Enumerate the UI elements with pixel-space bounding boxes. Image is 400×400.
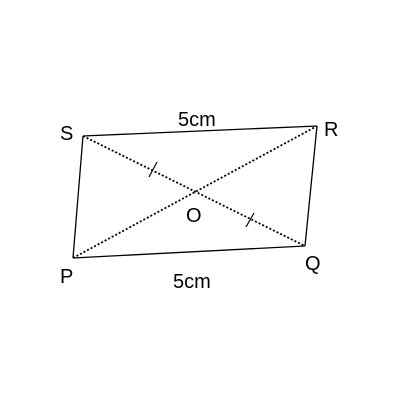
tick-mark-OQ <box>245 212 255 228</box>
center-label-O: O <box>186 205 202 227</box>
bottom-side-length-label: 5cm <box>173 271 211 293</box>
diagonal-SQ <box>82 135 306 247</box>
side-SR <box>82 125 318 137</box>
tick-mark-SO <box>148 161 158 178</box>
vertex-label-R: R <box>324 119 338 141</box>
side-QP <box>72 245 306 259</box>
side-PS <box>72 135 84 259</box>
vertex-label-P: P <box>60 266 73 288</box>
vertex-label-S: S <box>60 123 73 145</box>
side-RQ <box>304 125 318 247</box>
top-side-length-label: 5cm <box>178 109 216 131</box>
vertex-label-Q: Q <box>305 253 321 275</box>
